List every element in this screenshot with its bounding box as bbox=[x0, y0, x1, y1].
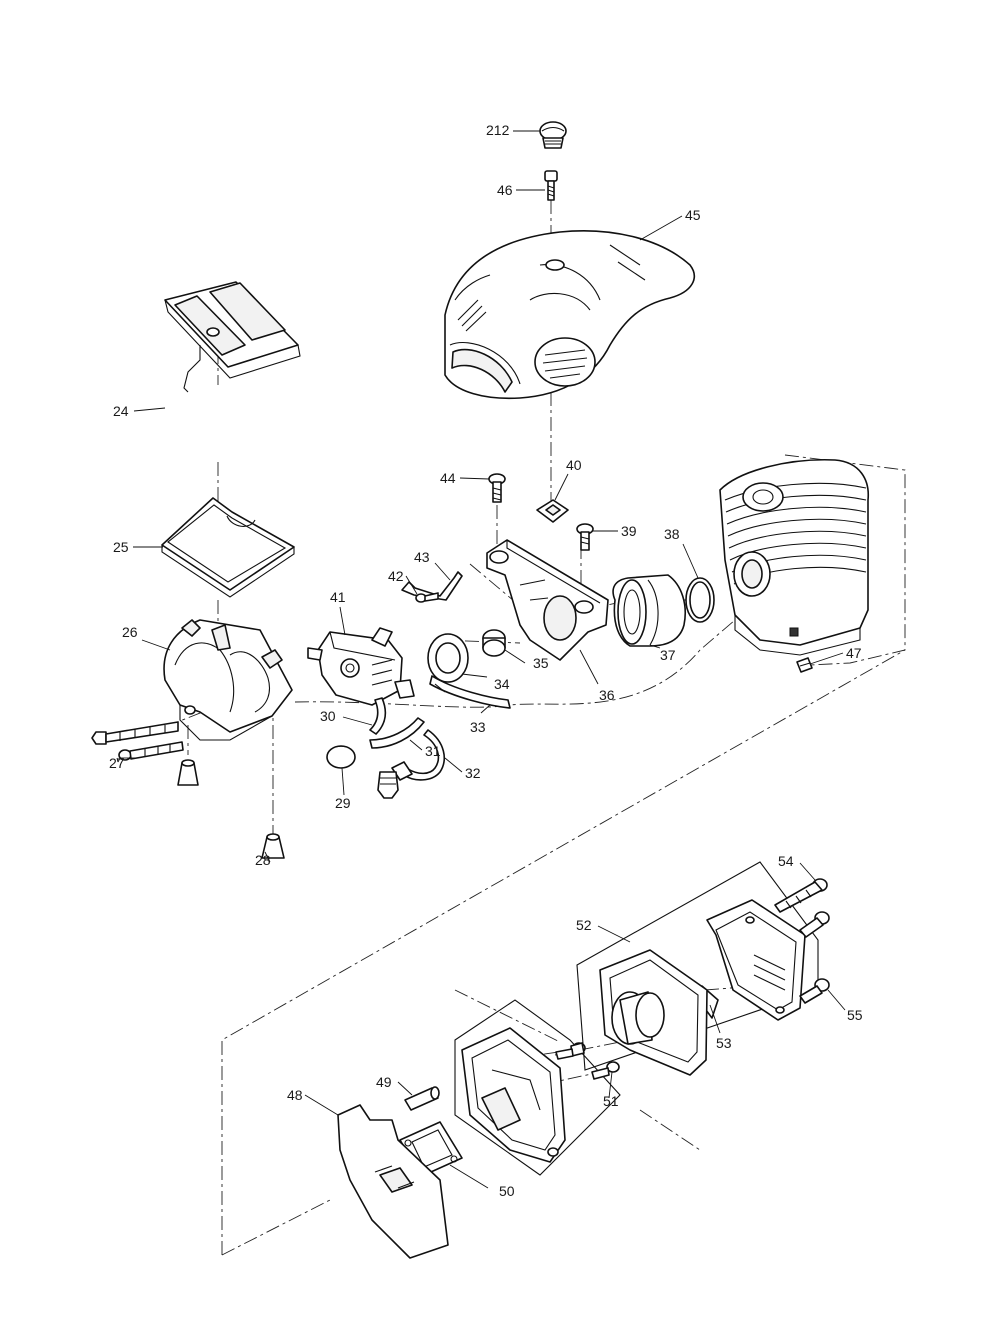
part-36-manifold-bracket bbox=[486, 539, 609, 661]
label-49: 49 bbox=[376, 1074, 392, 1090]
label-36: 36 bbox=[599, 687, 615, 703]
label-212: 212 bbox=[486, 122, 510, 138]
part-40-clip bbox=[536, 499, 569, 523]
label-41: 41 bbox=[330, 589, 346, 605]
part-54-bolts bbox=[774, 878, 830, 938]
part-30-fuel-line bbox=[369, 697, 387, 735]
label-37: 37 bbox=[660, 647, 676, 663]
label-39: 39 bbox=[621, 523, 637, 539]
part-muffler-body-rear bbox=[599, 949, 708, 1076]
part-38-o-ring bbox=[685, 577, 715, 623]
part-34-hose bbox=[429, 675, 511, 709]
label-27: 27 bbox=[109, 755, 125, 771]
label-53: 53 bbox=[716, 1035, 732, 1051]
label-47: 47 bbox=[846, 645, 862, 661]
leader-lines bbox=[116, 130, 846, 1189]
label-29: 29 bbox=[335, 795, 351, 811]
label-44: 44 bbox=[440, 470, 456, 486]
part-37-intake-boot bbox=[612, 574, 686, 647]
part-24-filter-frame bbox=[164, 281, 301, 393]
part-52-muffler-cover bbox=[706, 899, 806, 1021]
label-28: 28 bbox=[255, 852, 271, 868]
label-40: 40 bbox=[566, 457, 582, 473]
part-48-heat-shield bbox=[337, 1104, 449, 1259]
part-26-filter-housing bbox=[163, 619, 293, 741]
part-212-cap bbox=[539, 121, 567, 149]
label-24: 24 bbox=[113, 403, 129, 419]
label-52: 52 bbox=[576, 917, 592, 933]
part-33-hose bbox=[434, 683, 446, 693]
label-45: 45 bbox=[685, 207, 701, 223]
part-47-plug bbox=[796, 657, 813, 673]
label-38: 38 bbox=[664, 526, 680, 542]
label-42: 42 bbox=[388, 568, 404, 584]
label-25: 25 bbox=[113, 539, 129, 555]
part-29-primer bbox=[326, 745, 399, 799]
label-51: 51 bbox=[603, 1093, 619, 1109]
label-35: 35 bbox=[533, 655, 549, 671]
part-49-spacer bbox=[404, 1086, 440, 1111]
label-30: 30 bbox=[320, 708, 336, 724]
part-25-filter bbox=[161, 497, 295, 598]
label-34: 34 bbox=[494, 676, 510, 692]
label-50: 50 bbox=[499, 1183, 515, 1199]
part-31-fuel-line bbox=[369, 717, 425, 749]
label-31: 31 bbox=[425, 743, 441, 759]
label-48: 48 bbox=[287, 1087, 303, 1103]
part-51-bolts bbox=[555, 1042, 620, 1080]
label-43: 43 bbox=[414, 549, 430, 565]
part-muffler-body-front bbox=[461, 1027, 566, 1163]
part-41-carburetor bbox=[307, 627, 415, 706]
label-54: 54 bbox=[778, 853, 794, 869]
part-55-bolt bbox=[799, 978, 830, 1004]
label-33: 33 bbox=[470, 719, 486, 735]
cylinder bbox=[719, 458, 870, 656]
part-39-screw bbox=[576, 523, 594, 551]
part-46-screw bbox=[544, 170, 558, 201]
label-32: 32 bbox=[465, 765, 481, 781]
label-26: 26 bbox=[122, 624, 138, 640]
part-42-screw bbox=[415, 592, 439, 603]
part-labels: 212 46 45 24 44 40 39 38 25 43 42 41 26 … bbox=[109, 122, 863, 1199]
part-28-cones bbox=[177, 759, 285, 859]
part-27-bolts bbox=[91, 721, 184, 761]
label-55: 55 bbox=[847, 1007, 863, 1023]
label-46: 46 bbox=[497, 182, 513, 198]
part-35-gasket bbox=[427, 629, 506, 683]
part-45-top-cover bbox=[444, 230, 695, 400]
part-44-screw bbox=[488, 473, 506, 503]
assembly-lines bbox=[144, 200, 906, 1256]
